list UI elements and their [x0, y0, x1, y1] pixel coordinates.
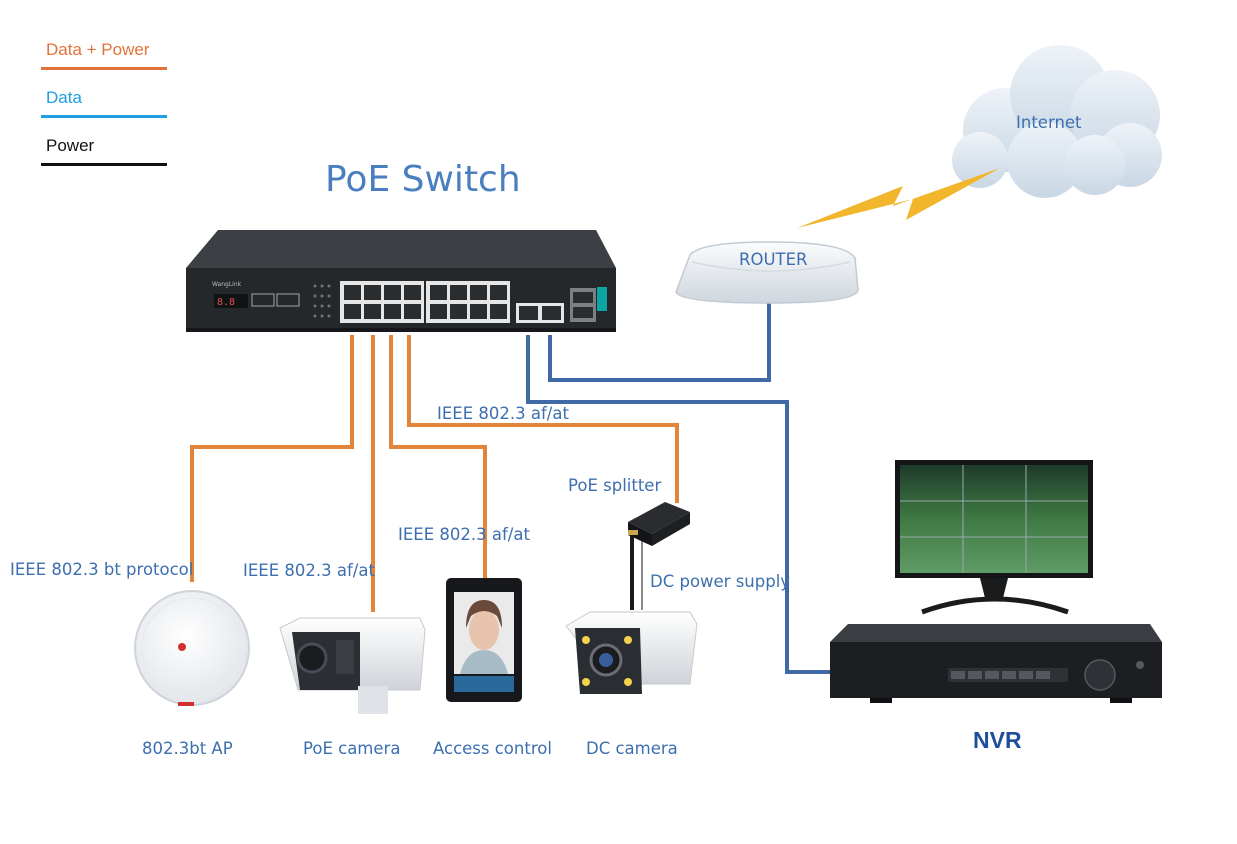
- device-label-nvr: NVR: [973, 727, 1022, 753]
- access-control-icon: [446, 578, 522, 702]
- switch-title: PoE Switch: [325, 159, 521, 200]
- legend-label-power: Power: [46, 136, 95, 155]
- svg-text:WangLink: WangLink: [212, 281, 242, 288]
- poe-splitter-label: PoE splitter: [568, 476, 662, 495]
- standard-camera-label: IEEE 802.3 af/at: [243, 561, 375, 580]
- standard-ap-label: IEEE 802.3 bt protocol: [10, 560, 194, 579]
- standard-access-label: IEEE 802.3 af/at: [398, 525, 530, 544]
- ap-icon: [134, 590, 250, 706]
- lightning-icon: [797, 168, 1000, 228]
- dc-power-supply-label: DC power supply: [650, 572, 791, 591]
- poe-camera-icon: [279, 617, 426, 714]
- device-label-dc-camera: DC camera: [586, 739, 678, 758]
- svg-text:8.8: 8.8: [217, 297, 235, 308]
- device-label-access-control: Access control: [433, 739, 552, 758]
- device-label-poe-camera: PoE camera: [303, 739, 401, 758]
- legend-label-data-power: Data + Power: [46, 40, 150, 59]
- cable-nvr: [526, 335, 833, 674]
- monitor-icon: [895, 460, 1093, 615]
- legend-label-data: Data: [46, 88, 82, 107]
- internet-label: Internet: [1016, 113, 1082, 132]
- poe-switch-icon: 8.8 WangLink: [186, 230, 616, 332]
- legend-line-data-power: [41, 67, 167, 70]
- device-label-ap: 802.3bt AP: [142, 739, 233, 758]
- dc-camera-icon: [565, 611, 698, 694]
- cable-ap: [190, 335, 354, 582]
- legend-line-data: [41, 115, 167, 118]
- router-icon: [675, 241, 859, 304]
- poe-splitter-icon: [628, 502, 690, 546]
- cable-access-control: [389, 335, 487, 578]
- legend-line-power: [41, 163, 167, 166]
- cable-router: [548, 300, 771, 382]
- standard-splitter-label: IEEE 802.3 af/at: [437, 404, 569, 423]
- nvr-icon: [830, 624, 1162, 703]
- router-label: ROUTER: [739, 250, 808, 269]
- cable-splitter: [407, 335, 679, 503]
- cloud-icon: [952, 45, 1162, 198]
